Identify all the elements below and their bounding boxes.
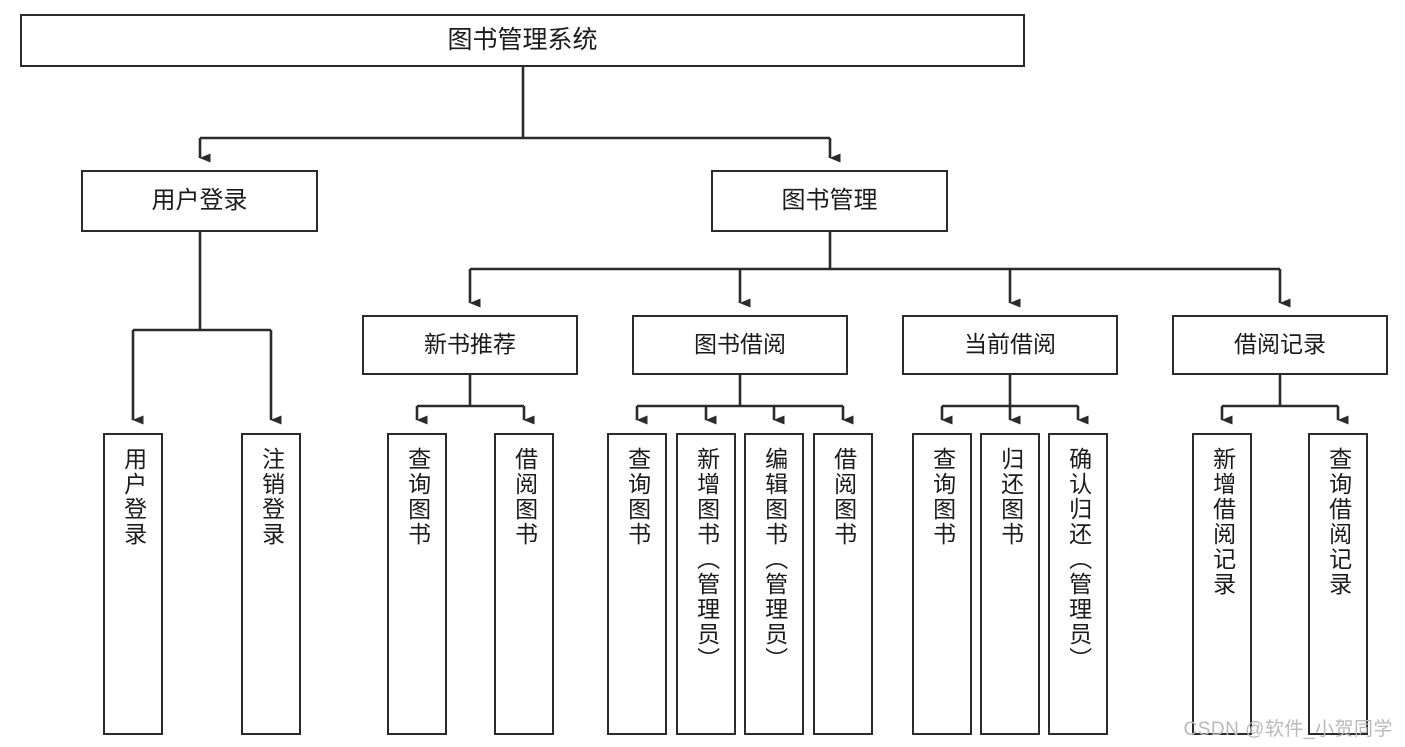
node-label: 新增图书（管理员） — [693, 447, 720, 672]
node-label: 图书管理 — [781, 186, 878, 214]
node-label: 归还图书 — [997, 447, 1024, 547]
node-label: 注销登录 — [258, 447, 285, 547]
node-new-book-recommendation[interactable]: 新书推荐 — [362, 315, 578, 375]
node-label: 新增借阅记录 — [1209, 447, 1236, 597]
node-book-management[interactable]: 图书管理 — [711, 170, 948, 232]
node-user-login[interactable]: 用户登录 — [81, 170, 318, 232]
leaf-edit-book-admin[interactable]: 编辑图书（管理员） — [744, 433, 804, 735]
leaf-query-books-recommendation[interactable]: 查询图书 — [387, 433, 447, 735]
node-label: 图书借阅 — [694, 331, 786, 358]
node-label: 查询图书 — [624, 447, 651, 547]
node-label: 新书推荐 — [424, 331, 516, 358]
leaf-return-books[interactable]: 归还图书 — [980, 433, 1040, 735]
leaf-borrow-books-recommendation[interactable]: 借阅图书 — [494, 433, 554, 735]
node-root-book-management-system[interactable]: 图书管理系统 — [20, 14, 1025, 67]
node-label: 确认归还（管理员） — [1065, 447, 1092, 672]
node-current-borrowing[interactable]: 当前借阅 — [902, 315, 1118, 375]
leaf-user-login[interactable]: 用户登录 — [103, 433, 163, 735]
node-label: 查询图书 — [929, 447, 956, 547]
leaf-query-borrowing-record[interactable]: 查询借阅记录 — [1308, 433, 1368, 735]
node-label: 借阅图书 — [830, 447, 857, 547]
node-label: 用户登录 — [120, 447, 147, 547]
leaf-query-books-current[interactable]: 查询图书 — [912, 433, 972, 735]
node-label: 当前借阅 — [964, 331, 1056, 358]
leaf-confirm-return-admin[interactable]: 确认归还（管理员） — [1048, 433, 1108, 735]
node-borrowing-records[interactable]: 借阅记录 — [1172, 315, 1388, 375]
leaf-add-book-admin[interactable]: 新增图书（管理员） — [676, 433, 736, 735]
leaf-add-borrowing-record[interactable]: 新增借阅记录 — [1192, 433, 1252, 735]
node-label: 编辑图书（管理员） — [761, 447, 788, 672]
leaf-logout[interactable]: 注销登录 — [241, 433, 301, 735]
node-label: 用户登录 — [151, 186, 248, 214]
node-label: 查询图书 — [404, 447, 431, 547]
leaf-query-books-borrowing[interactable]: 查询图书 — [607, 433, 667, 735]
node-label: 查询借阅记录 — [1325, 447, 1352, 597]
node-label: 借阅记录 — [1234, 331, 1326, 358]
leaf-borrow-books-borrowing[interactable]: 借阅图书 — [813, 433, 873, 735]
node-label: 图书管理系统 — [447, 25, 598, 54]
node-book-borrowing[interactable]: 图书借阅 — [632, 315, 848, 375]
node-label: 借阅图书 — [511, 447, 538, 547]
